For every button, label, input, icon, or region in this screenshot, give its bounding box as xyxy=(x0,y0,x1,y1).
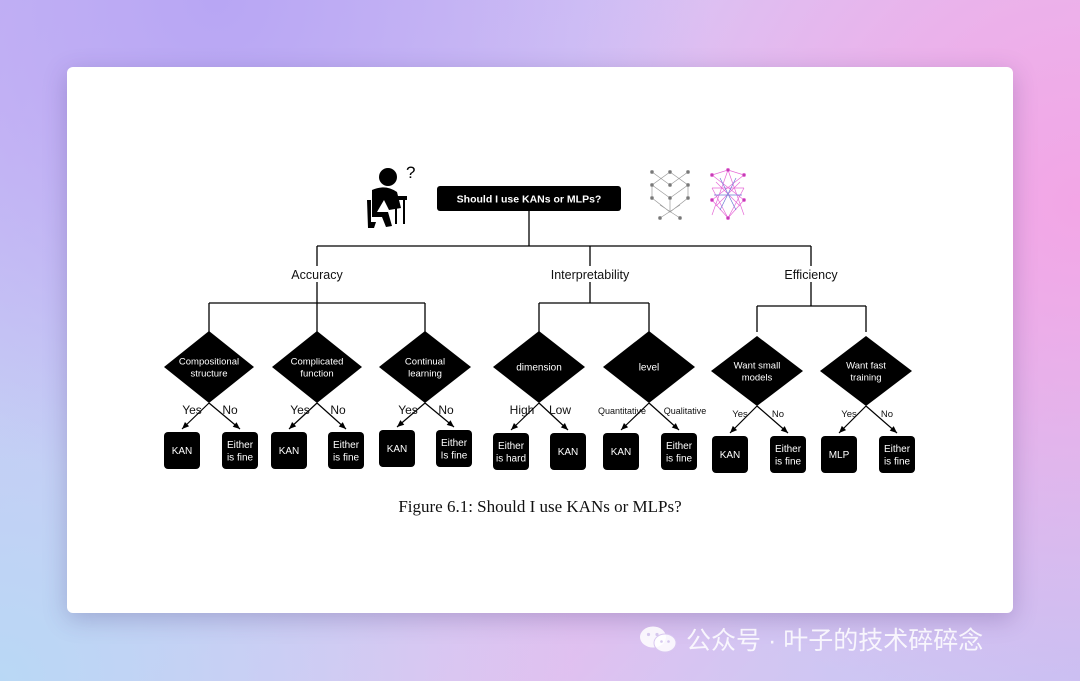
branch-label-right: Low xyxy=(549,403,571,417)
result-box-left xyxy=(603,433,639,470)
branch-label-right: Qualitative xyxy=(664,406,707,416)
figure-caption: Figure 6.1: Should I use KANs or MLPs? xyxy=(398,497,682,516)
arrowhead xyxy=(511,422,519,430)
branch-label-right: No xyxy=(222,403,238,417)
result-box-right xyxy=(879,436,915,473)
branch-label-left: Quantitative xyxy=(598,406,646,416)
decision-diamond xyxy=(603,331,695,403)
branch-label-left: High xyxy=(510,403,535,417)
arrowhead xyxy=(889,426,897,433)
category-efficiency: Efficiency xyxy=(784,268,838,282)
category-interpretability: Interpretability xyxy=(551,268,630,282)
branch-label-right: No xyxy=(438,403,454,417)
result-box-left xyxy=(164,432,200,469)
arrowhead xyxy=(671,423,679,430)
result-label-right: KAN xyxy=(558,447,579,458)
question-box: Should I use KANs or MLPs? xyxy=(437,186,621,211)
result-label-left: KAN xyxy=(387,444,408,455)
result-box-right xyxy=(328,432,364,469)
tree-connectors xyxy=(208,211,867,332)
arrowhead xyxy=(621,422,629,430)
wechat-icon xyxy=(640,626,677,653)
category-accuracy: Accuracy xyxy=(291,268,343,282)
branch-label-left: Yes xyxy=(290,403,310,417)
arrowhead xyxy=(182,421,190,429)
arrowhead xyxy=(560,423,568,430)
result-label-left: KAN xyxy=(279,446,300,457)
result-label-left: KAN xyxy=(720,450,741,461)
arrowhead xyxy=(446,420,454,427)
decision-text: level xyxy=(639,363,660,374)
decision-diamond xyxy=(379,331,471,403)
watermark-text: 公众号 · 叶子的技术碎碎念 xyxy=(686,627,984,655)
result-label-left: MLP xyxy=(829,450,850,461)
branch-label-right: No xyxy=(772,409,784,420)
watermark: 公众号 · 叶子的技术碎碎念 xyxy=(638,622,1058,656)
decision-node-5: level xyxy=(603,331,695,403)
arrowhead xyxy=(232,422,240,429)
result-label-left: KAN xyxy=(611,447,632,458)
branch-label-left: Yes xyxy=(182,403,202,417)
decision-diamond xyxy=(711,336,803,406)
branch-label-left: Yes xyxy=(732,409,748,420)
branch-label-left: Yes xyxy=(398,403,418,417)
arrowhead xyxy=(839,425,847,433)
result-box-right xyxy=(661,433,697,470)
person-thinking-icon: ? xyxy=(367,163,415,228)
result-box-left xyxy=(712,436,748,473)
arrowhead xyxy=(338,422,346,429)
decision-diamond xyxy=(493,331,585,403)
result-box-right xyxy=(222,432,258,469)
arrowhead xyxy=(289,422,297,429)
result-box-right xyxy=(436,430,472,467)
result-box-left xyxy=(493,433,529,470)
branch-label-right: No xyxy=(881,409,893,420)
result-label-left: KAN xyxy=(172,446,193,457)
result-box-right xyxy=(550,433,586,470)
decision-node-4: dimension xyxy=(493,331,585,403)
result-box-left xyxy=(379,430,415,467)
arrowhead xyxy=(397,420,405,427)
decision-diamond xyxy=(164,331,254,403)
thinker-question-mark: ? xyxy=(406,163,415,182)
kan-network-icon xyxy=(710,168,746,220)
branch-label-left: Yes xyxy=(841,409,857,420)
result-box-left xyxy=(271,432,307,469)
decision-text: dimension xyxy=(516,363,562,374)
result-box-right xyxy=(770,436,806,473)
decision-diamond xyxy=(820,336,912,406)
arrowhead xyxy=(730,425,738,433)
decision-diamond xyxy=(272,331,362,403)
result-box-left xyxy=(821,436,857,473)
branch-label-right: No xyxy=(330,403,346,417)
mlp-network-icon xyxy=(650,170,690,220)
question-text: Should I use KANs or MLPs? xyxy=(457,194,602,206)
arrowhead xyxy=(780,426,788,433)
